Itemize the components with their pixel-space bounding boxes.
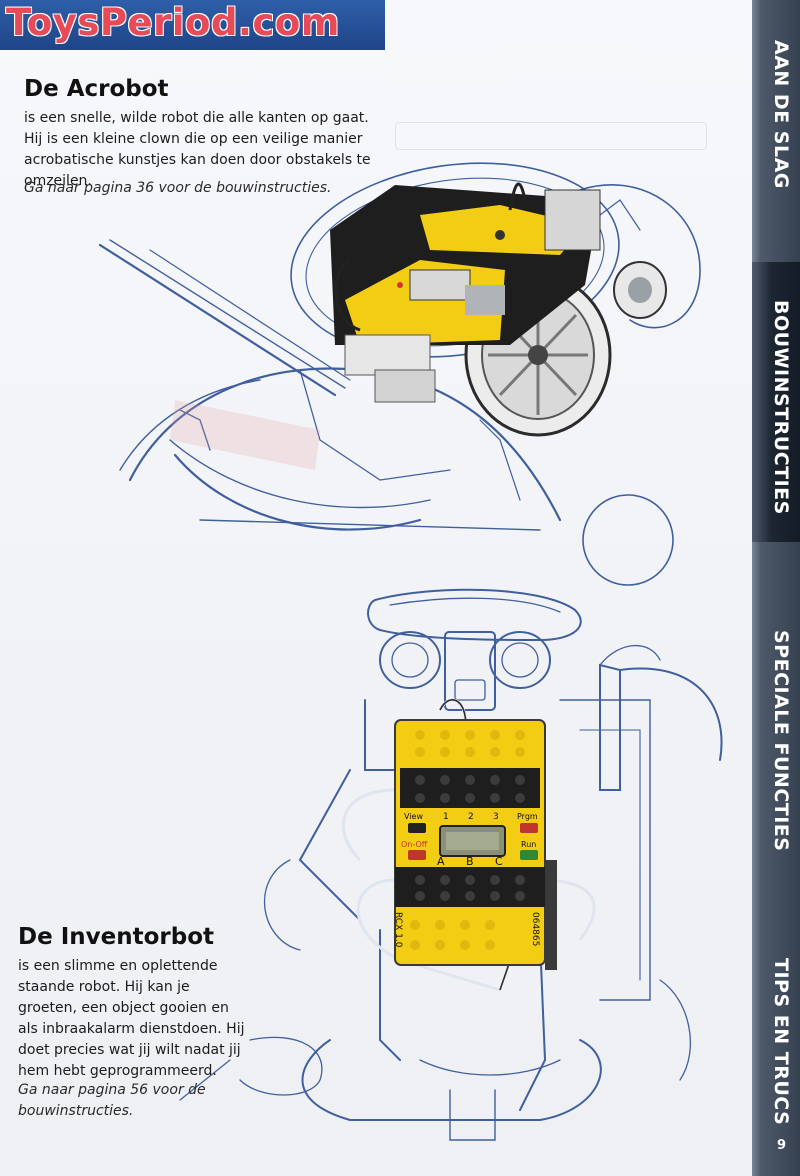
active-tab-highlight bbox=[752, 262, 800, 542]
rcx-label-view: View bbox=[404, 812, 423, 821]
tab-aan-de-slag[interactable]: AAN DE SLAG bbox=[770, 40, 792, 189]
chapter-sidebar: AAN DE SLAG BOUWINSTRUCTIES SPECIALE FUN… bbox=[752, 0, 800, 1176]
rcx-model-label: RCX 1.0 bbox=[393, 912, 403, 948]
ghost-section-box bbox=[395, 122, 707, 150]
watermark-banner bbox=[0, 0, 385, 50]
robot-illustrations bbox=[98, 162, 723, 1141]
rcx-port-label: B bbox=[466, 855, 474, 868]
tab-bouwinstructies[interactable]: BOUWINSTRUCTIES bbox=[770, 300, 792, 515]
rcx-label-run: Run bbox=[521, 840, 537, 849]
rcx-port-label: C bbox=[495, 855, 503, 868]
rcx-label-onoff: On-Off bbox=[401, 840, 428, 849]
rcx-serial-label: 064865 bbox=[530, 912, 540, 947]
tab-tips-en-trucs[interactable]: TIPS EN TRUCS bbox=[770, 958, 792, 1126]
rcx-brick bbox=[394, 719, 557, 970]
acrobot-model bbox=[330, 182, 667, 437]
inventorbot-title: De Inventorbot bbox=[18, 924, 214, 950]
rcx-port-label: 3 bbox=[493, 812, 499, 822]
rcx-port-label: 1 bbox=[443, 812, 449, 822]
inventorbot-page-reference: Ga naar pagina 56 voor de bouwinstructie… bbox=[18, 1082, 206, 1119]
inventorbot-description: is een slimme en oplettende staande robo… bbox=[18, 958, 245, 1079]
watermark-text: ToysPeriod.com bbox=[6, 1, 340, 44]
page-background bbox=[0, 0, 752, 1176]
tab-speciale-functies[interactable]: SPECIALE FUNCTIES bbox=[770, 630, 792, 852]
acrobot-description: is een snelle, wilde robot die alle kant… bbox=[24, 110, 371, 189]
page-number: 9 bbox=[776, 1138, 786, 1153]
acrobot-page-reference: Ga naar pagina 36 voor de bouwinstructie… bbox=[24, 180, 332, 196]
rcx-label-prgm: Prgm bbox=[517, 812, 538, 821]
rcx-port-label: 2 bbox=[468, 812, 474, 822]
inventorbot-sketch bbox=[179, 494, 723, 1141]
rcx-port-label: A bbox=[437, 855, 445, 868]
acrobot-title: De Acrobot bbox=[24, 76, 169, 102]
